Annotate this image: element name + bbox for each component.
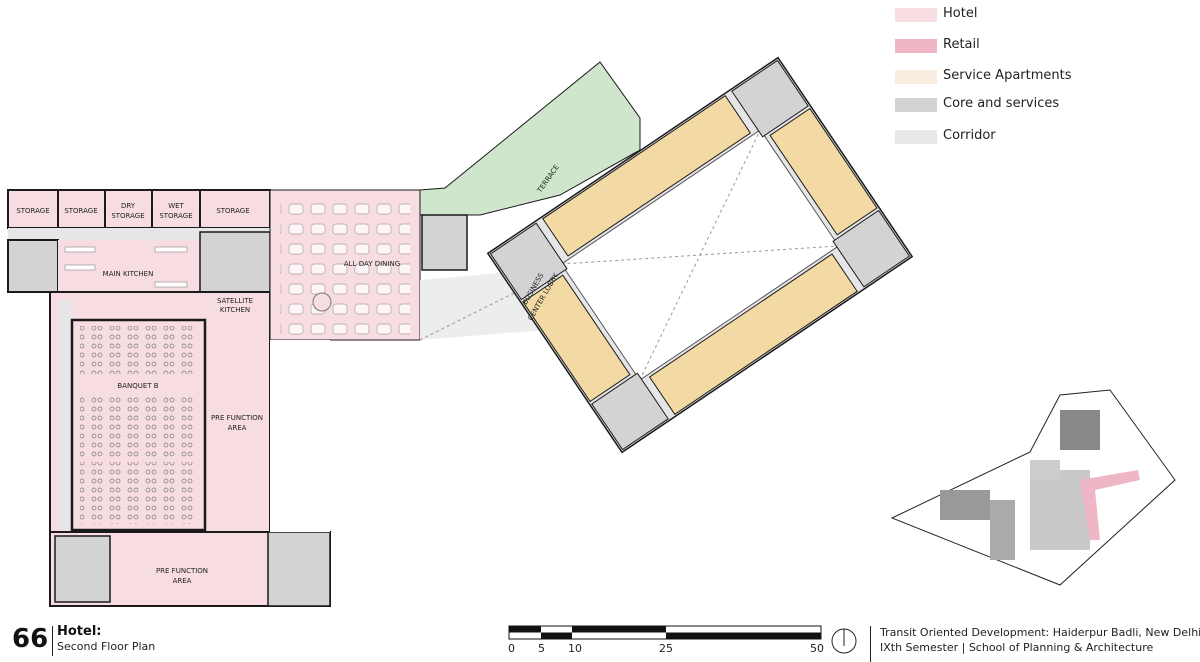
legend-item-corridor: Corridor xyxy=(895,126,1195,146)
room-label-banquet: BANQUET B xyxy=(117,382,158,390)
hotel-wing xyxy=(7,189,331,607)
sheet-subtitle: Second Floor Plan xyxy=(57,640,156,653)
legend-swatch xyxy=(895,70,937,84)
core-block xyxy=(421,214,468,271)
title-block: 66 Hotel: Second Floor Plan 0 5 10 25 50… xyxy=(0,620,1200,662)
room-label-pre-function: PRE FUNCTION xyxy=(211,414,263,422)
legend-item-retail: Retail xyxy=(895,35,1195,55)
legend-swatch xyxy=(895,130,937,144)
project-title: Transit Oriented Development: Haiderpur … xyxy=(880,626,1200,639)
divider xyxy=(52,626,53,656)
room-label-storage: STORAGE xyxy=(216,207,249,215)
room-label-dry-storage-2: STORAGE xyxy=(111,212,144,220)
room-label-storage: STORAGE xyxy=(64,207,97,215)
scale-label: 50 xyxy=(810,642,824,655)
dining-area xyxy=(269,189,421,532)
legend-label: Service Apartments xyxy=(943,68,1072,83)
room-label-all-day-dining: ALL DAY DINING xyxy=(344,260,400,268)
service-apartment-block xyxy=(486,56,914,454)
room-label-pre-function: PRE FUNCTION xyxy=(156,567,208,575)
room-label-pre-function-2: AREA xyxy=(228,424,247,432)
scale-label: 5 xyxy=(538,642,545,655)
room-label-pre-function-2b: AREA xyxy=(173,577,192,585)
legend-label: Hotel xyxy=(943,6,978,21)
divider xyxy=(870,626,871,662)
scale-label: 25 xyxy=(659,642,673,655)
key-map xyxy=(890,389,1176,586)
legend-swatch xyxy=(895,8,937,22)
legend-item-service-apartments: Service Apartments xyxy=(895,66,1195,86)
legend-label: Corridor xyxy=(943,128,996,143)
room-label-dry-storage: DRY xyxy=(121,202,136,210)
room-label-satellite-kitchen-2: KITCHEN xyxy=(220,306,250,314)
sheet-title: Hotel: xyxy=(57,624,102,639)
legend-label: Retail xyxy=(943,37,980,52)
room-label-satellite-kitchen: SATELLITE xyxy=(217,297,253,305)
room-label-main-kitchen: MAIN KITCHEN xyxy=(103,270,154,278)
scale-label: 0 xyxy=(508,642,515,655)
room-label-wet-storage: WET xyxy=(168,202,184,210)
legend-label: Core and services xyxy=(943,96,1060,111)
room-label-wet-storage-2: STORAGE xyxy=(159,212,192,220)
legend-swatch xyxy=(895,39,937,53)
north-arrow-icon xyxy=(831,628,857,654)
scale-label: 10 xyxy=(568,642,582,655)
project-subtitle: IXth Semester | School of Planning & Arc… xyxy=(880,641,1154,654)
room-label-storage: STORAGE xyxy=(16,207,49,215)
legend-item-core: Core and services xyxy=(895,94,1195,114)
legend-item-hotel: Hotel xyxy=(895,4,1195,24)
legend-swatch xyxy=(895,98,937,112)
page-number: 66 xyxy=(12,624,49,654)
scale-bar xyxy=(508,625,822,640)
